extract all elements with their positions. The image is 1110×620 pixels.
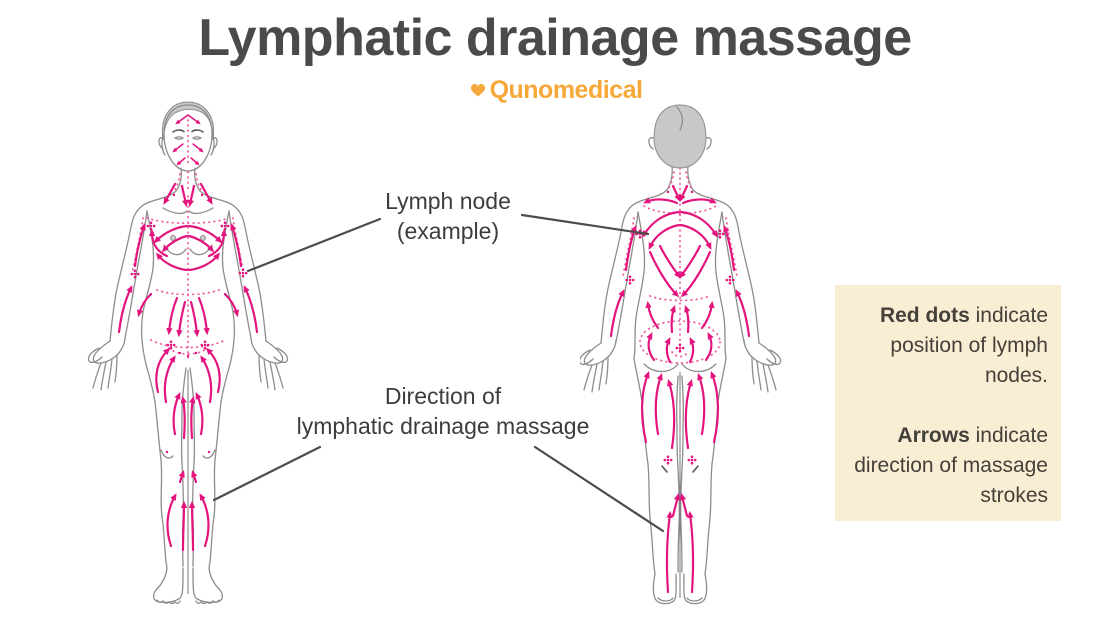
back-dotted-lymph-lines bbox=[622, 167, 738, 364]
legend-box: Red dots indicate position of lymph node… bbox=[835, 285, 1061, 521]
brand-name: Qunomedical bbox=[489, 76, 643, 104]
legend-red-dots-bold: Red dots bbox=[879, 304, 970, 327]
lymph-node-annotation-line2: (example) bbox=[396, 218, 500, 244]
back-body-figure bbox=[580, 104, 782, 605]
back-lymph-node-dots bbox=[625, 190, 735, 465]
lymph-node-annotation-line1: Lymph node bbox=[385, 188, 511, 214]
back-head bbox=[648, 104, 712, 169]
lymph-node-annotation: Lymph node (example) bbox=[385, 186, 511, 246]
legend-red-dots-rest: indicate position of lymph nodes. bbox=[890, 304, 1048, 387]
front-body-figure bbox=[87, 101, 289, 605]
page-title: Lymphatic drainage massage bbox=[198, 9, 912, 67]
legend-item-red-dots: Red dots indicate position of lymph node… bbox=[847, 301, 1048, 391]
legend-item-arrows: Arrows indicate direction of massage str… bbox=[847, 421, 1048, 511]
front-dotted-lymph-lines bbox=[131, 119, 245, 359]
front-lymph-node-dots bbox=[130, 193, 248, 454]
legend-arrows-bold: Arrows bbox=[897, 424, 970, 447]
direction-annotation-line2: lymphatic drainage massage bbox=[296, 413, 590, 439]
heart-icon bbox=[470, 83, 485, 96]
direction-annotation: Direction of lymphatic drainage massage bbox=[297, 381, 590, 441]
back-massage-arrows bbox=[609, 184, 751, 594]
front-massage-arrows bbox=[117, 114, 259, 552]
brand-logo: Qunomedical bbox=[0, 76, 1110, 105]
direction-annotation-line1: Direction of bbox=[384, 383, 502, 409]
legend-arrows-rest: indicate direction of massage strokes bbox=[854, 424, 1048, 507]
